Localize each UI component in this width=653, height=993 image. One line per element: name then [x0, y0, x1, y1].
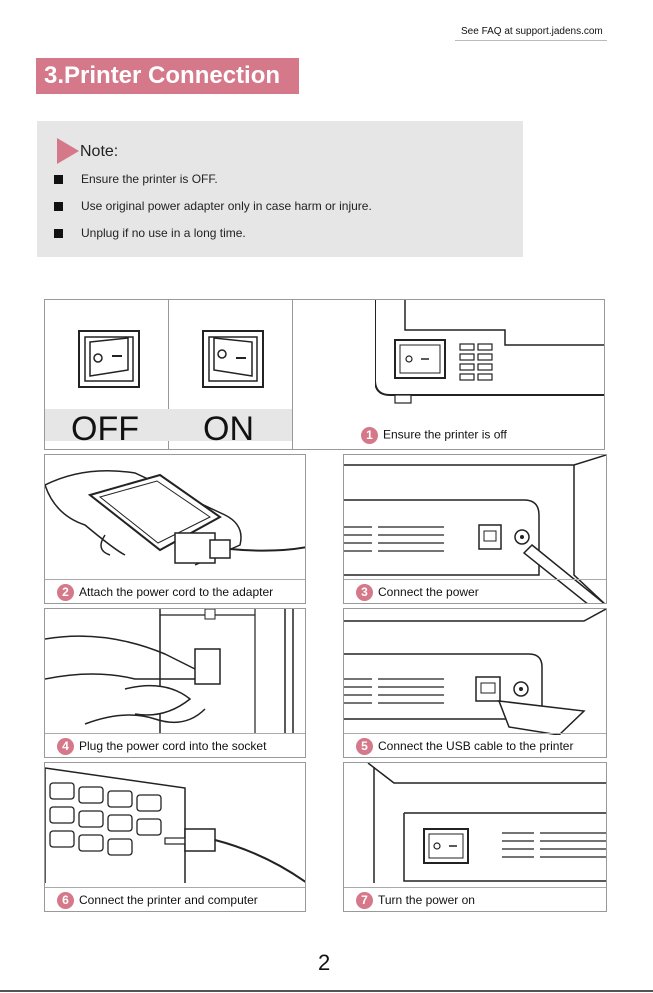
note-arrow-icon — [57, 138, 79, 164]
panel-divider — [292, 300, 293, 449]
note-box — [37, 121, 523, 257]
switch-label-band — [45, 409, 292, 441]
adapter-cord-illustration — [45, 455, 305, 581]
step-number-badge: 1 — [361, 427, 378, 444]
switch-off-label: OFF — [71, 410, 139, 448]
section-title: 3.Printer Connection — [36, 58, 299, 94]
step-number-badge: 4 — [57, 738, 74, 756]
panel-divider — [168, 300, 169, 449]
printer-back-illustration — [375, 300, 604, 410]
rocker-switch-on-icon — [202, 330, 264, 388]
printer-power-switch-illustration — [344, 763, 606, 889]
footer-divider — [0, 990, 653, 992]
printer-power-port-illustration — [344, 455, 606, 603]
page-number: 2 — [318, 950, 331, 975]
printer-usb-port-illustration — [344, 609, 606, 735]
step-number-badge: 2 — [57, 584, 74, 602]
step-number-badge: 6 — [57, 892, 74, 910]
bullet-icon — [54, 229, 63, 239]
note-item: Unplug if no use in a long time. — [54, 226, 246, 240]
faq-link[interactable]: See FAQ at support.jadens.com — [461, 26, 603, 37]
socket-plug-illustration — [45, 609, 305, 735]
step-number-badge: 5 — [356, 738, 373, 756]
switch-on-label: ON — [203, 410, 254, 448]
note-title: Note: — [80, 143, 119, 160]
bullet-icon — [54, 202, 63, 212]
step-number-badge: 7 — [356, 892, 373, 910]
bullet-icon — [54, 175, 63, 185]
rocker-switch-off-icon — [78, 330, 140, 388]
step-number-badge: 3 — [356, 584, 373, 602]
header-divider — [455, 40, 607, 41]
note-item: Ensure the printer is OFF. — [54, 172, 218, 186]
laptop-usb-illustration — [45, 763, 305, 889]
note-item: Use original power adapter only in case … — [54, 199, 372, 213]
